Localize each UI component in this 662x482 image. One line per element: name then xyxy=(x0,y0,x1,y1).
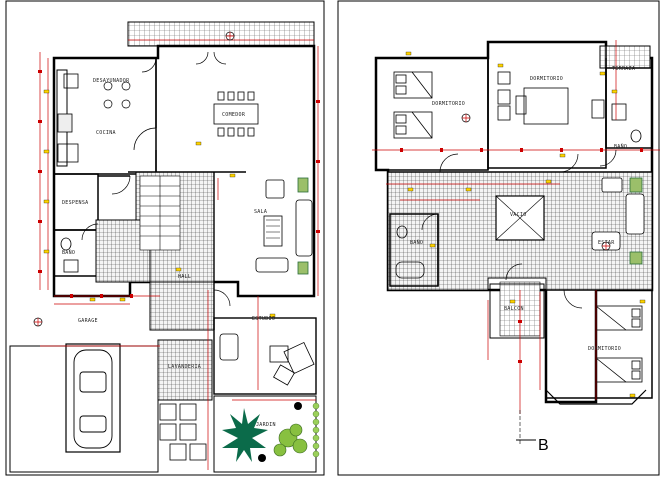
section-marker-label: B xyxy=(538,437,549,454)
laundry-tile xyxy=(157,339,213,401)
room-label-lavanderia: LAVANDERIA xyxy=(168,364,201,370)
bay-window xyxy=(545,389,647,405)
room-label-vacio: VACIO xyxy=(510,212,527,218)
room-label-desayunador: DESAYUNADOR xyxy=(93,78,130,84)
plant-pot-icon xyxy=(297,177,309,193)
bedroom-3 xyxy=(545,289,653,399)
palm-tree-icon xyxy=(222,408,268,462)
upper-internal-walls xyxy=(388,58,652,286)
living-sofas xyxy=(255,179,313,273)
stove xyxy=(57,143,79,163)
room-label-dormitorio-2: DORMITORIO xyxy=(530,76,563,82)
breakfast-table xyxy=(103,81,131,109)
plant-pot-icon xyxy=(629,177,643,193)
room-label-garage: GARAGE xyxy=(78,318,98,324)
ground-floor-boundary xyxy=(5,0,325,476)
ground-dimension-ticks xyxy=(38,70,320,298)
wash-basin xyxy=(63,259,79,273)
bathtub xyxy=(395,261,425,279)
ground-door-swings xyxy=(81,51,231,307)
room-label-sala: SALA xyxy=(254,209,267,215)
level-marker-icon xyxy=(33,317,43,327)
ground-floor: DESAYUNADOR COCINA COMEDOR DESPENSA SALA… xyxy=(9,21,320,473)
upper-floor-boundary xyxy=(337,0,660,476)
estar-furniture xyxy=(591,177,645,251)
room-label-balcon: BALCON xyxy=(504,306,524,312)
plant-pot-icon xyxy=(297,261,309,275)
garden-area xyxy=(213,395,317,473)
upper-bathroom-1 xyxy=(605,67,653,149)
level-marker-icon xyxy=(601,241,611,251)
staircase xyxy=(139,175,181,251)
room-label-cocina: COCINA xyxy=(96,130,116,136)
study-room xyxy=(213,317,317,395)
study-furniture xyxy=(219,333,315,386)
room-label-jardin: JARDIN xyxy=(256,422,276,428)
level-marker-icon xyxy=(461,113,471,123)
roof-tile-top xyxy=(127,21,315,47)
hedge-icon xyxy=(312,402,320,458)
room-label-dormitorio-3: DORMITORIO xyxy=(588,346,621,352)
shower xyxy=(611,103,627,121)
fridge xyxy=(63,73,79,89)
room-label-bano: BAÑO xyxy=(62,249,75,256)
bed-icon xyxy=(497,71,569,125)
room-label-dormitorio-1: DORMITORIO xyxy=(432,101,465,107)
room-label-estar: ESTAR xyxy=(598,240,615,246)
upper-dimension-lines xyxy=(372,40,660,414)
room-label-bano-up-2: BAÑO xyxy=(410,239,423,246)
ground-internal-walls xyxy=(98,58,246,330)
stone-path xyxy=(159,403,207,461)
ground-bathroom xyxy=(53,229,99,277)
upper-door-swings xyxy=(421,149,617,309)
entry-tiled-floor xyxy=(149,281,215,331)
plant-pot-icon xyxy=(629,251,643,265)
bedroom-2 xyxy=(487,41,607,169)
upper-marker-accents xyxy=(405,51,646,398)
toilet xyxy=(60,237,72,251)
upper-dimension-ticks xyxy=(400,148,643,363)
garage-parking-bay xyxy=(65,343,121,453)
room-label-bano-up-1: BAÑO xyxy=(614,143,627,150)
room-label-hall: HALL xyxy=(178,274,191,280)
dining-table xyxy=(213,91,259,137)
bed-icon xyxy=(393,71,433,139)
small-plant-icon xyxy=(294,402,302,410)
upper-floor: B DORMITORIO DORMITORIO DORMITORIO TERRA… xyxy=(372,40,660,454)
room-label-comedor: COMEDOR xyxy=(222,112,246,118)
room-label-terraza: TERRAZA xyxy=(612,66,635,72)
room-label-despensa: DESPENSA xyxy=(62,200,88,206)
bed-icon xyxy=(595,305,643,383)
small-plant-icon xyxy=(258,454,266,462)
level-marker-icon xyxy=(225,31,235,41)
wash-basin xyxy=(591,99,605,119)
ground-marker-accents xyxy=(43,89,276,318)
shrub-icon xyxy=(273,423,308,457)
kitchen-sink xyxy=(57,113,73,133)
toilet xyxy=(396,225,408,239)
room-label-estudio: ESTUDIO xyxy=(252,316,275,322)
toilet xyxy=(630,129,642,143)
balcony xyxy=(489,283,545,339)
terrace-tile xyxy=(599,45,651,69)
car-icon xyxy=(73,349,113,449)
